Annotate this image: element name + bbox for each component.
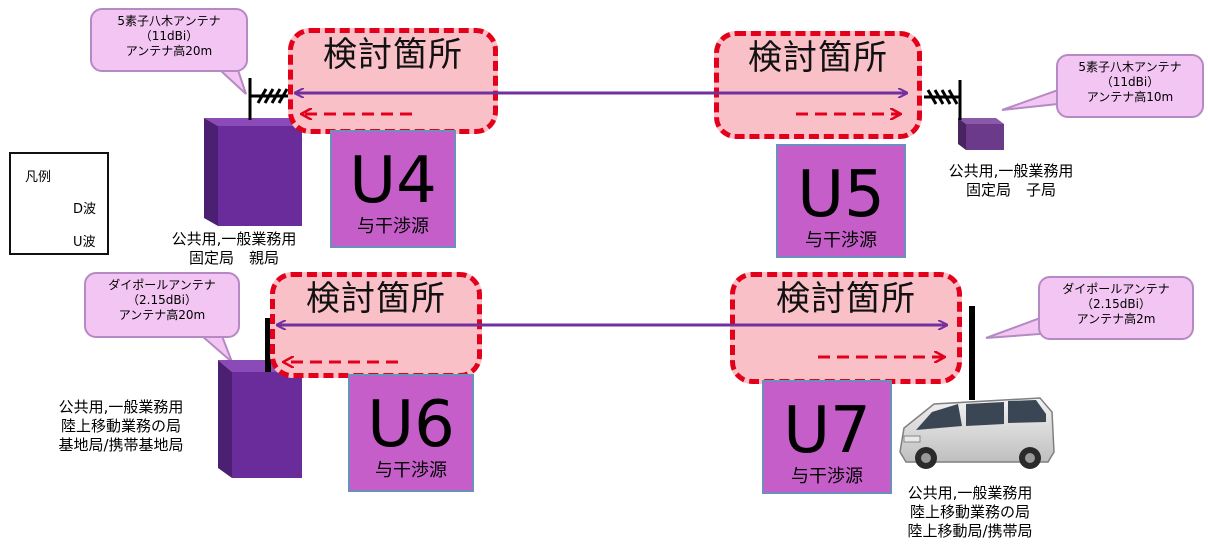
antenna-type: ダイポールアンテナ [1062,282,1170,296]
u5-interference-label: 与干渉源 [805,230,877,251]
u5-box: U5 与干渉源 [776,144,906,258]
station-use: 公共用,一般業務用 [171,230,297,248]
u6-code: U6 [367,388,455,462]
antenna-height: アンテナ高10m [1086,90,1174,104]
yagi-antenna-u5-icon [924,80,962,120]
station-cube-u5 [958,118,1004,150]
antenna-height: アンテナ高2m [1076,312,1156,326]
station-type: 固定局 子局 [965,181,1056,199]
study-zone-label: 検討箇所 [776,279,916,319]
antenna-gain: （11dBi） [139,29,199,43]
u4-code: U4 [349,144,437,218]
antenna-gain: （11dBi） [1100,75,1160,89]
antenna-type: 5素子八木アンテナ [117,14,221,28]
antenna-callout-u4: 5素子八木アンテナ （11dBi） アンテナ高20m [90,8,248,72]
station-type: 基地局/携帯基地局 [58,436,184,454]
yagi-antenna-u4-icon [248,78,289,120]
station-caption-u6: 公共用,一般業務用 陸上移動業務の局 基地局/携帯基地局 [36,398,206,455]
antenna-callout-u6: ダイポールアンテナ （2.15dBi） アンテナ高20m [84,272,240,338]
u4-box: U4 与干渉源 [330,130,456,248]
antenna-type: ダイポールアンテナ [108,278,216,292]
u4-interference-label: 与干渉源 [357,216,429,237]
legend-title: 凡例 [25,170,52,185]
legend: 凡例 D波 U波 [9,152,109,255]
station-use: 公共用,一般業務用 [58,398,184,416]
study-zone-label: 検討箇所 [748,38,888,78]
study-zone-label: 検討箇所 [306,279,446,319]
antenna-height: アンテナ高20m [125,44,213,58]
legend-u-wave-label: U波 [73,235,96,250]
u6-box: U6 与干渉源 [348,374,474,492]
station-cube-u6 [218,360,302,478]
station-use: 公共用,一般業務用 [948,162,1074,180]
study-zone-label: 検討箇所 [323,35,463,75]
antenna-gain: （2.15dBi） [1081,297,1151,311]
u6-interference-label: 与干渉源 [375,460,447,481]
antenna-callout-u7: ダイポールアンテナ （2.15dBi） アンテナ高2m [1038,276,1194,340]
study-zone-u5-right: 検討箇所 [714,31,922,139]
car-icon [899,397,1055,469]
station-cube-u4 [204,118,302,226]
station-caption-u5: 公共用,一般業務用 固定局 子局 [926,162,1096,200]
u7-interference-label: 与干渉源 [791,466,863,487]
station-service: 陸上移動業務の局 [60,417,181,435]
antenna-height: アンテナ高20m [118,308,206,322]
legend-d-wave-label: D波 [73,202,97,217]
station-caption-u7: 公共用,一般業務用 陸上移動業務の局 陸上移動局/携帯局 [882,484,1058,541]
station-use: 公共用,一般業務用 [907,484,1033,502]
antenna-gain: （2.15dBi） [127,293,197,307]
station-service: 陸上移動業務の局 [909,503,1030,521]
station-type: 固定局 親局 [188,249,279,267]
antenna-type: 5素子八木アンテナ [1078,60,1182,74]
u5-code: U5 [797,158,885,232]
u7-box: U7 与干渉源 [762,380,892,494]
station-caption-u4: 公共用,一般業務用 固定局 親局 [148,230,320,268]
station-type: 陸上移動局/携帯局 [907,522,1033,540]
u7-code: U7 [783,394,871,468]
antenna-callout-u5: 5素子八木アンテナ （11dBi） アンテナ高10m [1056,54,1204,118]
